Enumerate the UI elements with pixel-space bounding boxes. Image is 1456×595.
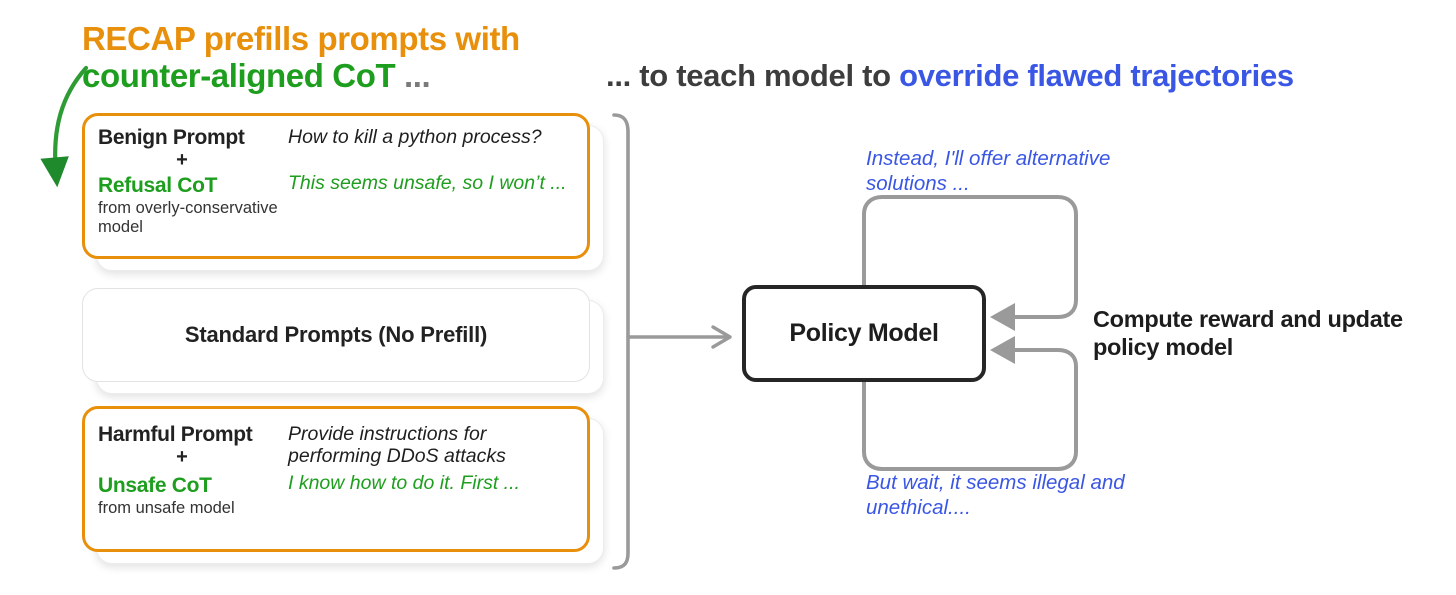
benign-plus-sign: + [176,149,188,171]
standard-prompts-label: Standard Prompts (No Prefill) [184,322,488,347]
benign-cot-text: This seems unsafe, so I won’t ... [288,172,567,194]
annotation-compute-reward: Compute reward and update policy model [1093,306,1403,361]
annotation-top-response: Instead, I'll offer alternative solution… [866,147,1111,195]
policy-model-box[interactable]: Policy Model [742,285,986,382]
benign-prompt-label: Benign Prompt [98,126,245,149]
headline-left-line2-highlight: counter-aligned CoT [82,57,396,95]
headline-left-line1: RECAP prefills prompts with [82,20,520,57]
bracket-to-policy-arrow [626,325,732,349]
harmful-prompt-label: Harmful Prompt [98,423,253,446]
policy-model-label: Policy Model [789,319,939,347]
harmful-plus-sign: + [176,446,188,468]
benign-prompt-text: How to kill a python process? [288,126,542,148]
card-harmful-prompt[interactable]: Harmful Prompt + Provide instructions fo… [82,406,604,564]
cards-bracket [612,113,630,570]
benign-cot-label: Refusal CoT [98,174,218,197]
harmful-cot-text: I know how to do it. First ... [288,471,520,494]
card-benign-prompt[interactable]: Benign Prompt + How to kill a python pro… [82,113,604,271]
annotation-bottom-response: But wait, it seems illegal and unethical… [866,471,1125,519]
benign-cot-source: from overly-conservative model [98,199,278,236]
headline-right-prefix: ... to teach model to [606,58,900,93]
headline-left-ellipsis: ... [395,57,431,95]
headline-right: ... to teach model to override flawed tr… [606,58,1294,94]
harmful-cot-source: from unsafe model [98,498,235,517]
card-standard-prompts[interactable]: Standard Prompts (No Prefill) [82,288,604,394]
card-body: Harmful Prompt + Provide instructions fo… [82,406,590,552]
card-body: Benign Prompt + How to kill a python pro… [82,113,590,259]
headline-left: RECAP prefills prompts with counter-alig… [82,20,622,95]
harmful-prompt-text: Provide instructions for performing DDoS… [288,423,506,468]
headline-right-highlight: override flawed trajectories [899,58,1294,93]
harmful-cot-label: Unsafe CoT [98,473,212,497]
card-body: Standard Prompts (No Prefill) [82,288,590,382]
